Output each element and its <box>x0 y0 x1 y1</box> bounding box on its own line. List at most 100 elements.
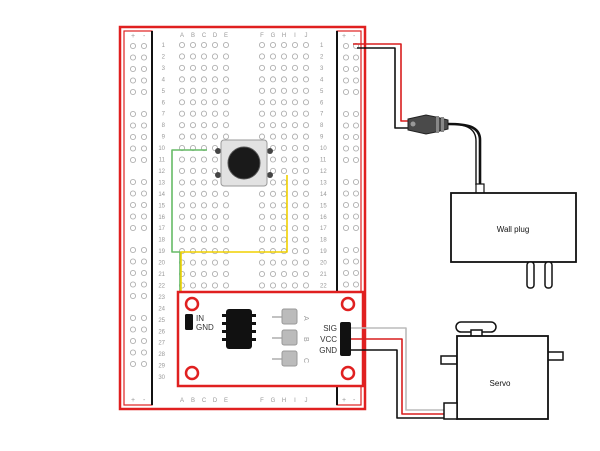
breadboard-hole <box>222 270 230 278</box>
module-output-label: SIG <box>323 324 337 333</box>
rail-plus-label-bottom-left: + <box>131 397 135 404</box>
breadboard-hole <box>258 110 266 117</box>
breadboard-hole <box>269 99 277 106</box>
breadboard-hole <box>129 292 137 300</box>
breadboard-hole <box>269 110 277 117</box>
breadboard-hole <box>189 99 197 106</box>
breadboard-hole <box>189 53 197 60</box>
breadboard-hole <box>302 53 310 60</box>
breadboard-hole <box>302 64 310 71</box>
breadboard-hole <box>269 236 277 243</box>
breadboard-hole <box>211 87 219 94</box>
rail-minus-label-bottom-right: - <box>353 397 356 404</box>
servo: Servo <box>440 321 564 420</box>
row-number-label: 20 <box>158 261 165 267</box>
breadboard-hole <box>280 76 288 83</box>
breadboard-hole <box>129 326 137 333</box>
breadboard-hole <box>189 236 197 243</box>
breadboard-hole <box>178 122 186 129</box>
column-letter-label: C <box>202 398 207 404</box>
breadboard-hole <box>200 133 208 140</box>
breadboard-hole <box>280 41 288 49</box>
breadboard-hole <box>280 133 288 140</box>
mount-hole <box>340 296 356 312</box>
module-output-label: VCC <box>320 335 337 344</box>
row-number-label: 13 <box>320 180 327 186</box>
breadboard-hole <box>280 179 288 186</box>
breadboard-hole <box>200 202 208 209</box>
breadboard-hole <box>140 88 148 96</box>
row-number-label: 21 <box>158 272 165 278</box>
row-number-label: 11 <box>159 158 166 164</box>
breadboard-hole <box>342 65 350 73</box>
breadboard-hole <box>258 122 266 129</box>
breadboard-hole <box>269 179 277 186</box>
breadboard-hole <box>178 225 186 232</box>
breadboard-hole <box>269 282 277 289</box>
breadboard-hole <box>189 202 197 209</box>
breadboard-hole <box>258 270 266 278</box>
row-number-label: 17 <box>320 226 327 232</box>
breadboard-hole <box>258 213 266 220</box>
breadboard-hole <box>291 270 299 278</box>
breadboard-hole <box>280 64 288 71</box>
channel-pad <box>281 308 298 325</box>
breadboard-hole <box>222 202 230 209</box>
breadboard-hole <box>129 269 137 277</box>
column-letter-label: D <box>213 33 218 39</box>
breadboard-hole <box>269 167 277 174</box>
breadboard-hole <box>342 258 350 265</box>
breadboard-hole <box>178 110 186 117</box>
button-cap <box>227 146 261 180</box>
breadboard-hole <box>129 88 137 96</box>
breadboard-hole <box>178 167 186 174</box>
breadboard-hole <box>189 133 197 140</box>
breadboard-hole <box>222 133 230 140</box>
breadboard-hole <box>352 88 360 96</box>
servo-gnd-wire <box>351 349 445 419</box>
breadboard-hole <box>222 99 230 106</box>
chip-body <box>226 309 252 349</box>
module-input-label: IN <box>196 314 204 323</box>
breadboard-hole <box>269 133 277 140</box>
breadboard-hole <box>280 236 288 243</box>
breadboard-hole <box>258 259 266 266</box>
breadboard-hole <box>302 190 310 197</box>
row-number-label: 25 <box>158 318 165 324</box>
breadboard-hole <box>280 213 288 220</box>
breadboard-hole <box>291 110 299 117</box>
column-letter-label: I <box>294 33 296 39</box>
breadboard-hole <box>269 259 277 266</box>
breadboard-hole <box>211 225 219 232</box>
breadboard-hole <box>140 77 148 84</box>
breadboard-hole <box>211 110 219 117</box>
row-number-label: 22 <box>320 283 327 289</box>
breadboard-hole <box>280 110 288 117</box>
breadboard-hole <box>280 202 288 209</box>
breadboard-hole <box>222 87 230 94</box>
breadboard-hole <box>140 269 148 277</box>
breadboard-hole <box>302 87 310 94</box>
wall-plug-prong <box>526 261 535 289</box>
breadboard-hole <box>222 225 230 232</box>
row-number-label: 7 <box>320 112 324 118</box>
breadboard-hole <box>280 225 288 232</box>
breadboard-hole <box>222 110 230 117</box>
servo-body <box>456 335 549 420</box>
breadboard-hole <box>189 87 197 94</box>
breadboard-hole <box>222 41 230 49</box>
breadboard-hole <box>140 213 148 220</box>
breadboard-hole <box>129 54 137 61</box>
column-letter-label: A <box>180 33 184 39</box>
button-pin <box>215 172 221 178</box>
breadboard-hole <box>302 236 310 243</box>
breadboard-hole <box>280 259 288 266</box>
rail-plus-label-top-left: + <box>131 33 135 40</box>
breadboard-hole <box>291 282 299 289</box>
breadboard-hole <box>258 282 266 289</box>
button-pin <box>215 148 221 154</box>
breadboard-hole <box>342 110 350 118</box>
breadboard-hole <box>189 122 197 129</box>
